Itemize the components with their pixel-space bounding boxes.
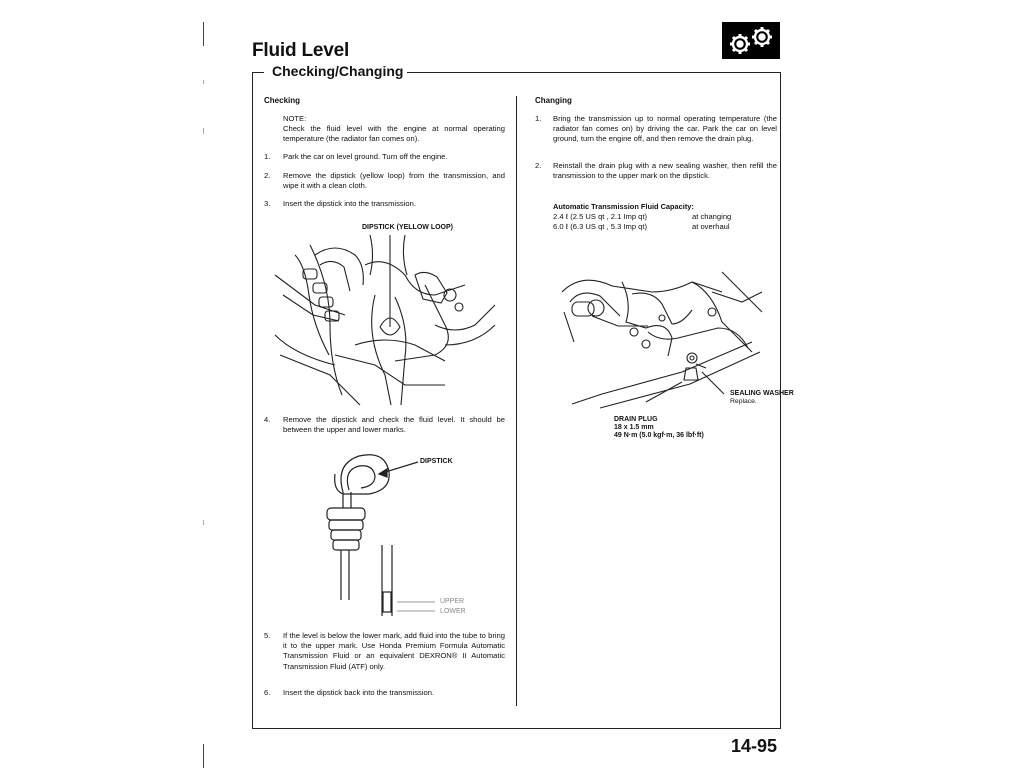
margin-mark xyxy=(203,80,204,84)
upper-mark-label: UPPER xyxy=(440,598,465,605)
drain-plug-torque: 49 N·m (5.0 kgf·m, 36 lbf·ft) xyxy=(614,432,704,439)
step-number: 1. xyxy=(535,114,542,123)
dipstick-label: DIPSTICK xyxy=(420,458,453,465)
capacity-title: Automatic Transmission Fluid Capacity: xyxy=(553,202,694,211)
margin-mark xyxy=(203,22,204,46)
drain-plug-illustration xyxy=(561,271,763,409)
step-number: 6. xyxy=(264,688,271,697)
dipstick-yellow-loop-label: DIPSTICK (YELLOW LOOP) xyxy=(362,224,453,231)
lower-mark-label: LOWER xyxy=(440,608,466,615)
page-number: 14-95 xyxy=(731,736,778,756)
engine-dipstick-illustration xyxy=(274,234,496,406)
capacity-when: at changing xyxy=(692,212,732,221)
drain-plug-size: 18 x 1.5 mm xyxy=(614,424,654,431)
dipstick-illustration xyxy=(326,454,435,616)
margin-mark xyxy=(203,128,204,134)
step-text: Park the car on level ground. Turn off t… xyxy=(283,152,448,161)
step-text: If the level is below the lower mark, ad… xyxy=(283,631,505,671)
step-number: 1. xyxy=(264,152,271,161)
step-number: 5. xyxy=(264,631,271,640)
column-divider xyxy=(516,96,517,706)
note-label: NOTE: xyxy=(283,114,307,123)
checking-heading: Checking xyxy=(264,96,301,105)
step-number: 2. xyxy=(264,171,271,180)
section-subtitle: Checking/Changing xyxy=(268,63,408,79)
page-title: Fluid Level xyxy=(252,40,350,61)
note-text: Check the fluid level with the engine at… xyxy=(283,124,505,144)
frame-top-line xyxy=(252,72,264,73)
drain-plug-label: DRAIN PLUG xyxy=(614,416,658,423)
content-frame xyxy=(252,72,781,729)
changing-heading: Changing xyxy=(535,96,572,105)
capacity-amount: 2.4 ℓ (2.5 US qt , 2.1 Imp qt) xyxy=(553,212,648,221)
step-text: Bring the transmission up to normal oper… xyxy=(553,114,777,144)
step-number: 4. xyxy=(264,415,271,424)
gears-icon xyxy=(722,22,780,59)
step-text: Remove the dipstick and check the fluid … xyxy=(283,415,505,435)
margin-mark xyxy=(203,520,204,525)
step-text: Remove the dipstick (yellow loop) from t… xyxy=(283,171,505,191)
step-number: 3. xyxy=(264,199,271,208)
frame-top-line xyxy=(403,72,780,73)
capacity-amount: 6.0 ℓ (6.3 US qt , 5.3 Imp qt) xyxy=(553,222,648,231)
step-text: Insert the dipstick back into the transm… xyxy=(283,688,435,697)
sealing-washer-note: Replace. xyxy=(730,398,757,405)
step-text: Insert the dipstick into the transmissio… xyxy=(283,199,416,208)
margin-mark xyxy=(203,744,204,768)
step-text: Reinstall the drain plug with a new seal… xyxy=(553,161,777,181)
capacity-when: at overhaul xyxy=(692,222,730,231)
sealing-washer-label: SEALING WASHER xyxy=(730,390,794,397)
step-number: 2. xyxy=(535,161,542,170)
